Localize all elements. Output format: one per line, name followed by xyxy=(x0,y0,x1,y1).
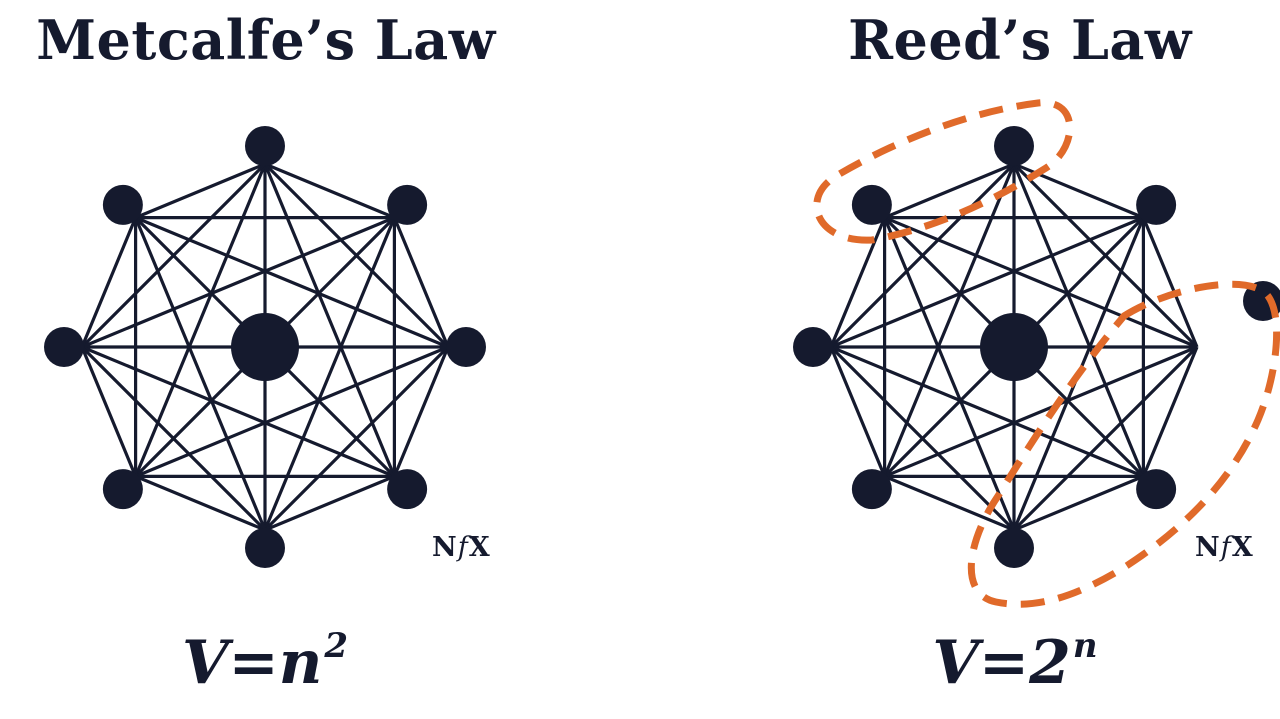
network-node xyxy=(1136,469,1177,510)
nfx-logo: NfX xyxy=(1195,532,1254,563)
network-node xyxy=(793,327,833,367)
reed-formula: V=2n xyxy=(885,618,1145,708)
network-edge xyxy=(264,474,396,532)
network-edge xyxy=(883,216,1016,531)
network-node xyxy=(851,469,892,510)
network-edge xyxy=(829,345,1016,532)
network-edge xyxy=(883,216,1198,349)
network-node xyxy=(102,184,143,225)
reed-title: Reed’s Law xyxy=(848,8,1192,72)
network-node xyxy=(994,126,1034,166)
network-node xyxy=(1136,184,1177,225)
network-edge xyxy=(829,346,887,478)
metcalfe-title: Metcalfe’s Law xyxy=(36,8,496,72)
network-edge xyxy=(1141,346,1199,478)
network-node xyxy=(245,528,285,568)
network-edge xyxy=(264,162,396,220)
network-edge xyxy=(134,474,266,532)
metcalfe-formula: V=n2 xyxy=(135,618,395,708)
network-edge xyxy=(80,345,267,532)
network-node xyxy=(102,469,143,510)
formula-base: V=n xyxy=(181,628,323,698)
network-edge xyxy=(829,216,887,348)
network-edge xyxy=(80,346,138,478)
network-node xyxy=(851,184,892,225)
network-edge xyxy=(134,216,267,531)
network-edge xyxy=(134,216,449,349)
network-node xyxy=(44,327,84,367)
reed-group-outlines xyxy=(813,99,1280,608)
metcalfe-network xyxy=(44,126,486,568)
network-edge xyxy=(392,346,450,478)
network-node xyxy=(387,469,428,510)
network-edge xyxy=(134,162,266,220)
nfx-logo: NfX xyxy=(432,532,491,563)
group-outline-right xyxy=(967,280,1280,608)
network-edge xyxy=(1141,216,1199,348)
formula-exponent: 2 xyxy=(324,626,349,666)
network-edge xyxy=(392,216,450,348)
network-edge xyxy=(883,162,1015,220)
network-node xyxy=(387,184,428,225)
group-outline-top xyxy=(813,99,1074,244)
network-node xyxy=(446,327,486,367)
formula-base: V=2 xyxy=(932,628,1071,698)
center-hub-node xyxy=(980,313,1048,381)
network-node xyxy=(994,528,1034,568)
center-hub-node xyxy=(231,313,299,381)
formula-exponent: n xyxy=(1072,626,1098,666)
network-edge xyxy=(1013,474,1145,532)
network-edge xyxy=(883,474,1015,532)
network-node xyxy=(245,126,285,166)
network-edge xyxy=(80,216,138,348)
reed-network xyxy=(793,126,1280,568)
